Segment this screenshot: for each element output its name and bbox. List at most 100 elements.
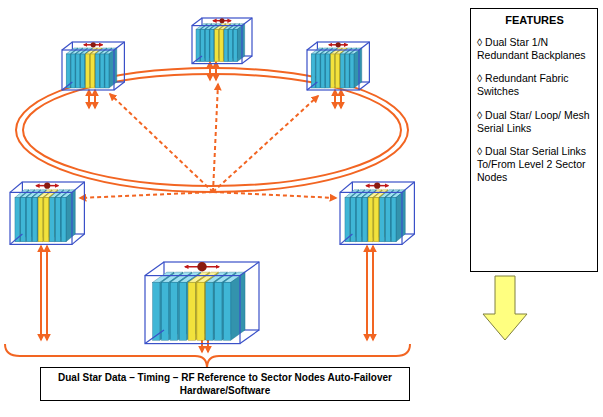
card (153, 282, 160, 340)
card (326, 54, 330, 88)
card (196, 29, 200, 61)
chassis-edge (240, 330, 259, 344)
features-box: FEATURES◊ Dual Star 1/N Redundant Backpl… (470, 8, 598, 272)
curly-bracket (5, 344, 410, 368)
chassis-edge (145, 262, 164, 276)
dashed-arrow (213, 192, 336, 198)
chassis-edge (114, 42, 124, 50)
ring-ellipse (23, 74, 401, 186)
chassis-edge (145, 330, 164, 344)
card (61, 198, 66, 242)
feature-item: ◊ Redundant Fabric Switches (477, 72, 592, 98)
card (188, 282, 195, 340)
chassis-edge (359, 42, 369, 50)
card (362, 198, 367, 242)
double-arrow (40, 246, 42, 340)
chassis-frame (192, 26, 242, 64)
chassis (307, 42, 369, 90)
chassis-edge (307, 42, 317, 50)
red-connector (91, 42, 96, 47)
card (233, 29, 237, 61)
card (90, 54, 94, 88)
card (197, 282, 204, 340)
panel-heading: FEATURES (477, 14, 592, 26)
chassis-edge (62, 42, 72, 50)
chassis-edge (402, 234, 414, 244)
double-arrow (340, 90, 342, 108)
chassis-frame (340, 192, 402, 244)
chassis-edge (242, 56, 252, 64)
card (229, 29, 233, 61)
chassis-frame (62, 50, 114, 90)
double-arrow (209, 62, 211, 80)
dashed-arrow (213, 96, 318, 192)
chassis-edge (192, 56, 202, 64)
chassis-edge (402, 182, 414, 192)
chassis-frame (145, 276, 240, 344)
card-side (396, 190, 405, 242)
red-connector (44, 183, 50, 189)
chassis-edge (10, 182, 22, 192)
card (81, 54, 85, 88)
feature-item: ◊ Dual Star Serial Links To/From Level 2… (477, 145, 592, 184)
chassis-edge (10, 234, 22, 244)
red-connector (220, 18, 225, 23)
card-side (231, 272, 245, 340)
chassis-edge (242, 18, 252, 26)
chassis (62, 42, 124, 90)
card (206, 282, 213, 340)
note-text: Dual Star Data – Timing – RF Reference t… (45, 371, 405, 397)
card (100, 54, 104, 88)
card (368, 198, 373, 242)
double-arrow (372, 246, 374, 340)
card (44, 198, 49, 242)
double-arrow (215, 62, 217, 80)
red-connector (197, 262, 207, 272)
card (321, 54, 325, 88)
card (66, 54, 70, 88)
double-arrow (88, 90, 90, 108)
card (345, 54, 349, 88)
dashed-arrow (80, 192, 213, 198)
double-arrow (334, 90, 336, 108)
chassis-edge (72, 234, 84, 244)
card-side (66, 190, 75, 242)
chassis-edge (114, 82, 124, 90)
card (340, 54, 344, 88)
chassis (145, 262, 259, 344)
card (385, 198, 390, 242)
chassis-edge (307, 82, 317, 90)
card (55, 198, 60, 242)
card (50, 198, 55, 242)
card (15, 198, 20, 242)
chassis-edge (192, 18, 202, 26)
card (86, 54, 90, 88)
card (95, 54, 99, 88)
card-side (237, 24, 245, 62)
dashed-arrow (213, 84, 218, 192)
card (219, 29, 223, 61)
card (215, 29, 219, 61)
red-connector (374, 183, 380, 189)
card (179, 282, 186, 340)
chassis-edge (340, 182, 352, 192)
card (210, 29, 214, 61)
card (215, 282, 222, 340)
double-arrow (366, 246, 368, 340)
card (224, 29, 228, 61)
chassis-edge (340, 234, 352, 244)
card (76, 54, 80, 88)
card (170, 282, 177, 340)
chassis-frame (307, 50, 359, 90)
chassis-edge (72, 182, 84, 192)
card-side (109, 48, 117, 88)
double-arrow (94, 90, 96, 108)
note-box: Dual Star Data – Timing – RF Reference t… (40, 367, 410, 401)
chassis-frame (10, 192, 72, 244)
dashed-arrow (110, 94, 213, 192)
card (391, 198, 396, 242)
chassis (192, 18, 252, 64)
card (331, 54, 335, 88)
card (105, 54, 109, 88)
card (374, 198, 379, 242)
